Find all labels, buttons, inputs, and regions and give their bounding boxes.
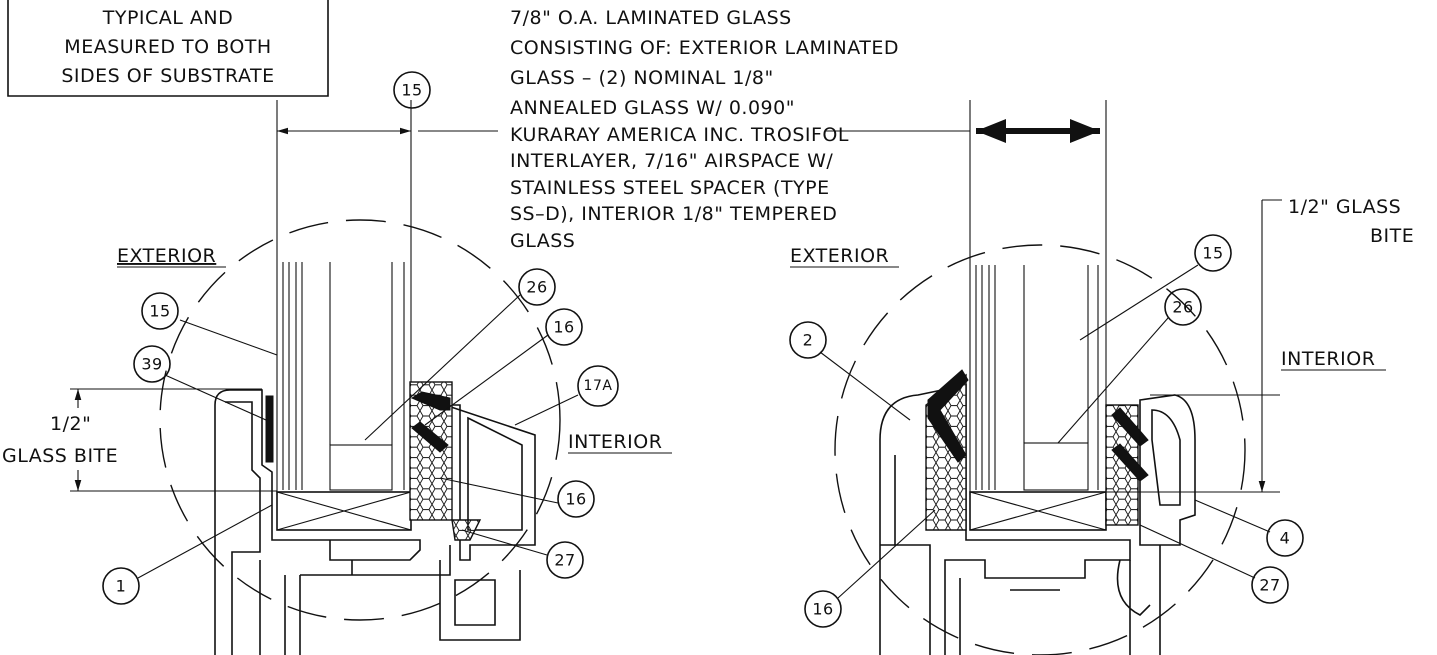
callout-16a: 16 [545, 308, 583, 346]
glass-note-line-2: CONSISTING OF: EXTERIOR LAMINATED [510, 37, 899, 59]
right-bite-label-1: 1/2" GLASS [1288, 196, 1401, 218]
right-wedge-gasket-bottom [1111, 443, 1149, 482]
right-exterior-gasket [927, 369, 969, 463]
callout-17a: 17A [577, 365, 619, 407]
callout-15-right: 15 [1194, 234, 1232, 272]
note-line-2: MEASURED TO BOTH [64, 36, 271, 58]
glass-note-line-1: 7/8" O.A. LAMINATED GLASS [510, 7, 792, 29]
left-frame-inner [225, 401, 261, 655]
svg-text:27: 27 [554, 551, 575, 570]
right-bead-hook [1116, 545, 1161, 655]
svg-text:16: 16 [812, 600, 833, 619]
svg-text:2: 2 [803, 331, 814, 350]
glass-note-line-7: STAINLESS STEEL SPACER (TYPE [510, 177, 830, 199]
callout-16-right: 16 [804, 590, 842, 628]
leader-2 [819, 351, 911, 421]
right-glazing-bead-cavity [1151, 409, 1181, 506]
leader-27-right [1139, 524, 1256, 579]
left-glazing-bead-cavity [467, 416, 523, 531]
callout-26-right: 26 [1164, 288, 1202, 326]
callout-16b: 16 [557, 480, 595, 518]
leader-17a [514, 394, 579, 426]
glass-note-line-3: GLASS – (2) NOMINAL 1/8" [510, 67, 774, 89]
right-frame-lower [880, 544, 1060, 655]
note-line-3: SIDES OF SUBSTRATE [61, 65, 274, 87]
right-wedge-gasket-top [1111, 407, 1149, 447]
right-frame-wall [879, 440, 931, 655]
callout-26-left: 26 [518, 268, 556, 306]
glass-specification-note: 7/8" O.A. LAMINATED GLASS CONSISTING OF:… [510, 7, 899, 252]
glass-note-line-5: KURARAY AMERICA INC. TROSIFOL [510, 124, 849, 146]
svg-text:16: 16 [565, 490, 586, 509]
leader-16-right [837, 509, 936, 599]
right-bite-label-2: BITE [1370, 225, 1414, 247]
svg-text:39: 39 [141, 355, 162, 374]
svg-text:17A: 17A [584, 378, 613, 394]
left-tape-tail [451, 519, 482, 541]
svg-text:26: 26 [1172, 298, 1193, 317]
leader-1 [137, 504, 273, 579]
svg-text:15: 15 [1202, 244, 1223, 263]
left-bead-hook [439, 560, 521, 641]
callout-27-right: 27 [1251, 566, 1289, 604]
note-line-1: TYPICAL AND [102, 7, 234, 29]
leader-26-left [364, 294, 521, 441]
left-frame-outer [214, 389, 421, 561]
svg-text:15: 15 [149, 302, 170, 321]
callout-39: 39 [133, 345, 171, 383]
svg-text:15: 15 [401, 81, 422, 100]
left-glazing-bead [444, 404, 536, 561]
callout-4: 4 [1266, 519, 1304, 557]
leader-4 [1194, 499, 1271, 533]
callout-2: 2 [789, 321, 827, 359]
left-bite-label-2: GLASS BITE [2, 445, 118, 467]
left-interior-label: INTERIOR [568, 431, 662, 453]
svg-text:26: 26 [526, 278, 547, 297]
leader-16b [439, 477, 559, 504]
callout-27-left: 27 [546, 541, 584, 579]
glass-note-line-6: INTERLAYER, 7/16" AIRSPACE W/ [510, 150, 833, 172]
left-glass-unit [276, 262, 412, 531]
leader-39 [164, 374, 267, 421]
svg-text:4: 4 [1280, 529, 1291, 548]
left-detail: 1/2" GLASS BITE EXTERIOR INTERIOR 15 15 … [2, 71, 672, 655]
right-detail: 1/2" GLASS BITE EXTERIOR INTERIOR 15 26 … [789, 100, 1414, 655]
glass-note-line-9: GLASS [510, 230, 575, 252]
svg-text:27: 27 [1259, 576, 1280, 595]
callout-1: 1 [102, 567, 140, 605]
left-wedge-gasket-top [410, 391, 451, 411]
leader-27-left [461, 529, 548, 556]
leader-16a [424, 334, 549, 426]
callout-15-top: 15 [393, 71, 431, 109]
svg-text:1: 1 [116, 577, 127, 596]
glass-note-line-8: SS–D), INTERIOR 1/8" TEMPERED [510, 203, 837, 225]
note-box: TYPICAL AND MEASURED TO BOTH SIDES OF SU… [7, 0, 329, 97]
leader-26-right [1057, 317, 1169, 444]
left-frame-lower [259, 545, 451, 655]
right-frame-outer [879, 384, 1131, 655]
right-interior-label: INTERIOR [1281, 348, 1375, 370]
left-bite-label-1: 1/2" [50, 413, 91, 435]
leader-15-right [1079, 264, 1199, 341]
glass-note-line-4: ANNEALED GLASS W/ 0.090" [510, 97, 795, 119]
right-exterior-label: EXTERIOR [790, 245, 889, 267]
svg-text:16: 16 [553, 318, 574, 337]
left-exterior-label: EXTERIOR [117, 245, 216, 267]
left-detail-circle [159, 219, 561, 621]
callout-15-left: 15 [141, 292, 179, 330]
right-glazing-bead [1139, 394, 1196, 546]
leader-15-left [179, 319, 278, 356]
right-glass-unit [969, 265, 1107, 531]
left-wedge-gasket-bottom [411, 421, 449, 453]
right-detail-circle [834, 244, 1246, 655]
left-exterior-gasket [265, 395, 274, 463]
